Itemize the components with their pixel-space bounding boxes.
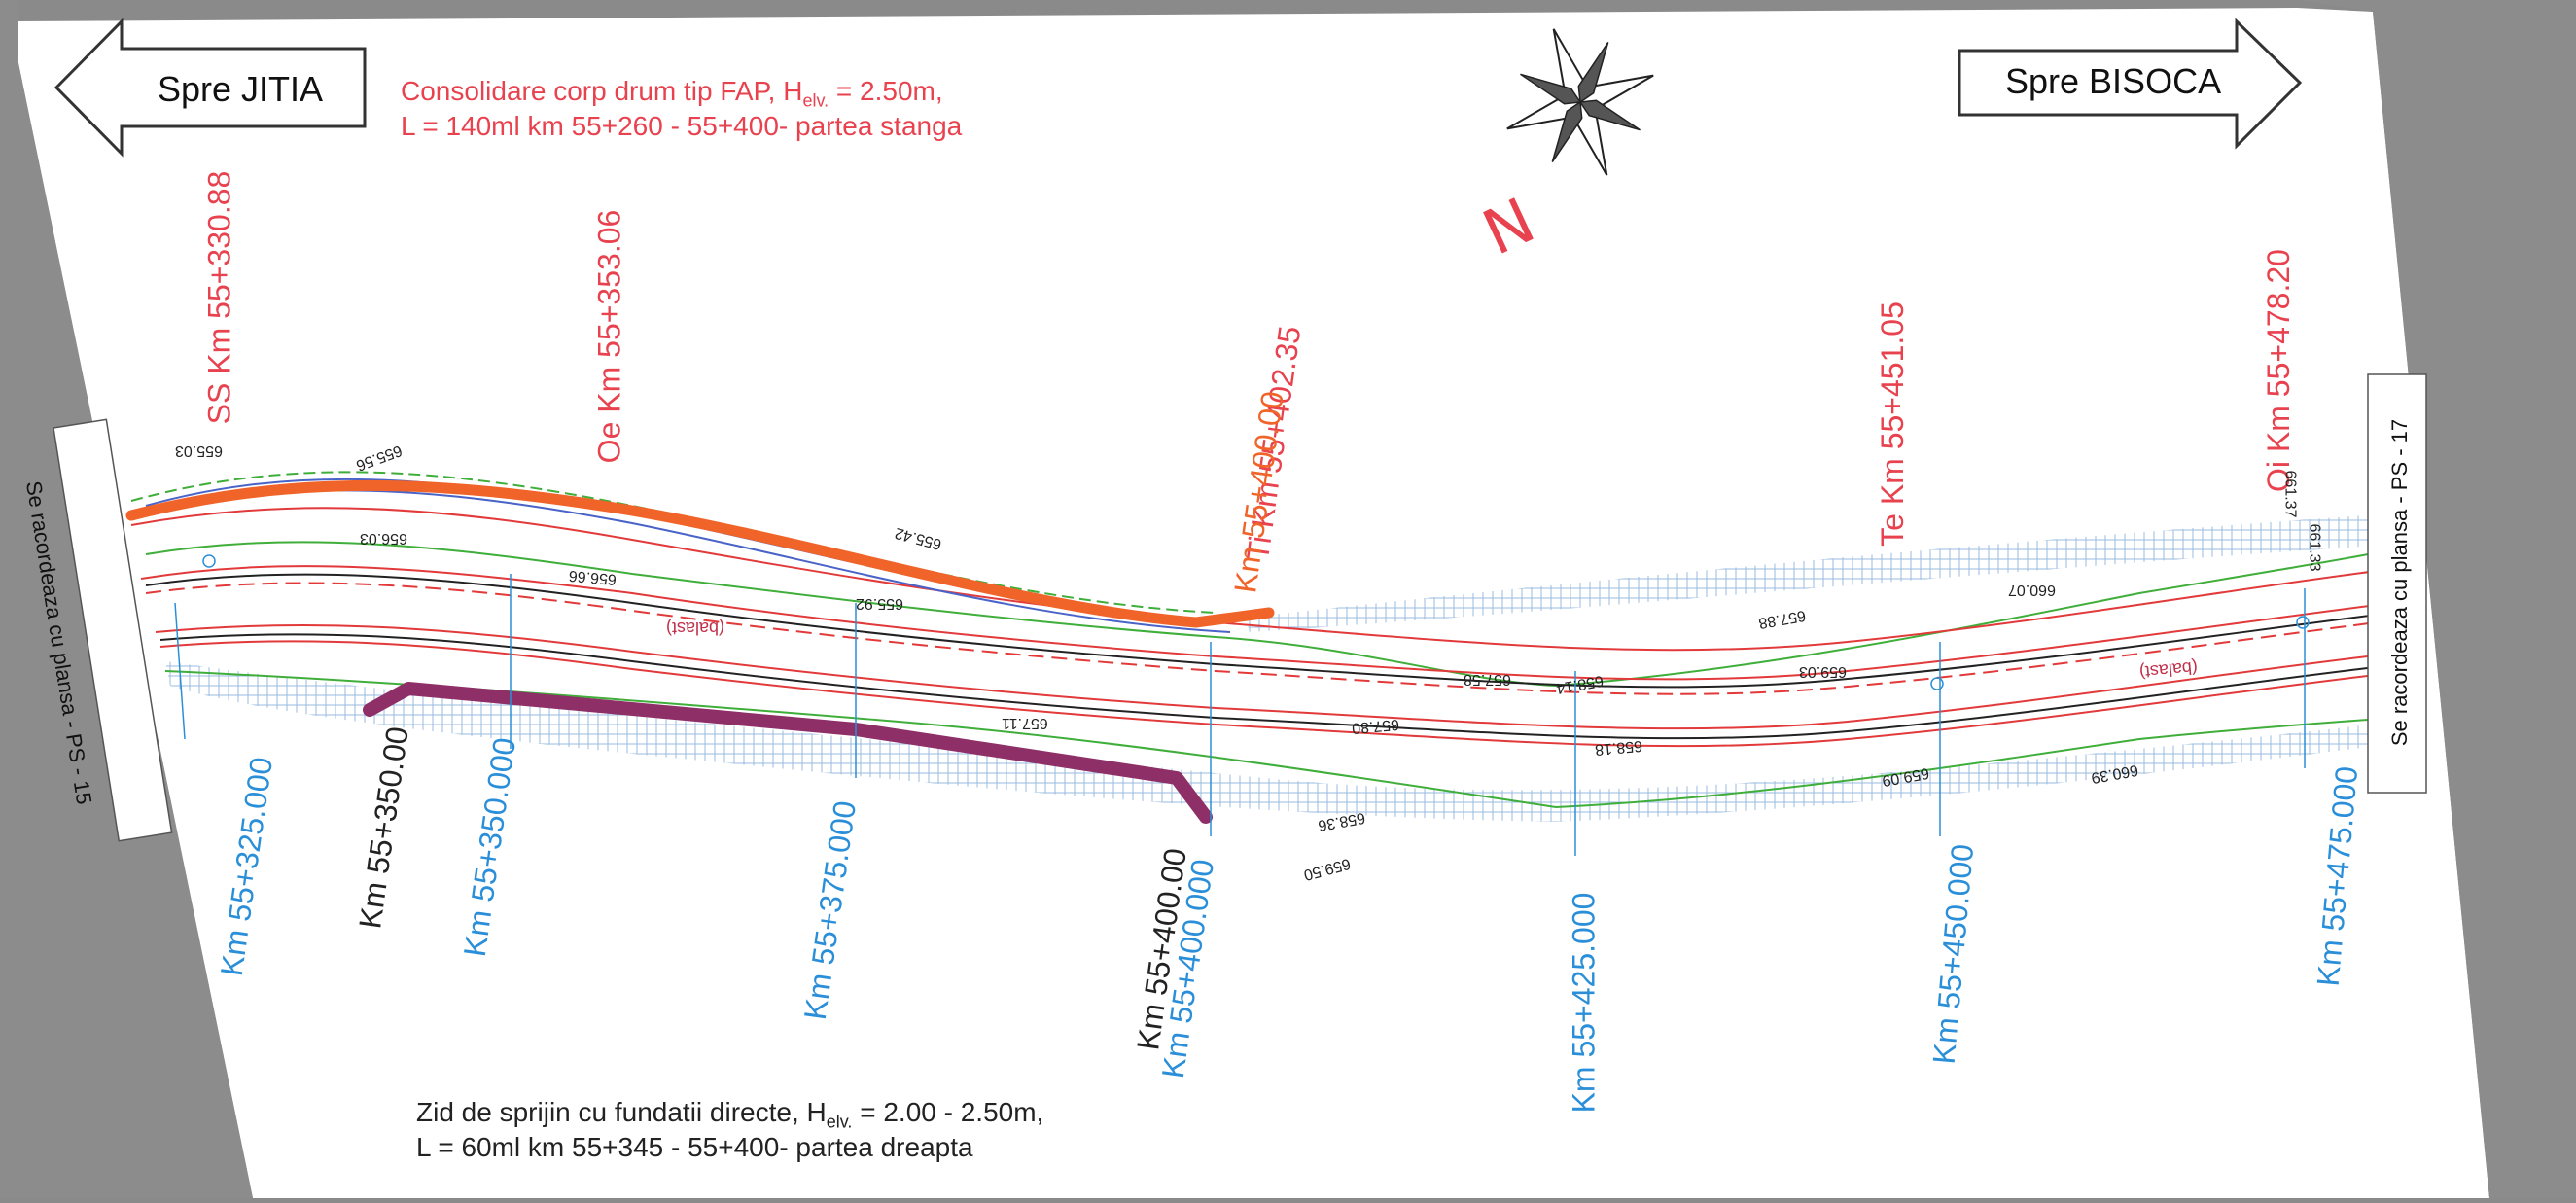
- elev-5: 656.03: [360, 530, 407, 547]
- curve-point-ss: SS Km 55+330.88: [201, 170, 237, 425]
- elev-11: 657.80: [1351, 715, 1400, 737]
- balast-label-2: (balast): [2138, 657, 2199, 683]
- elev-6: 655.92: [856, 595, 903, 612]
- direction-arrow-right-icon: [1958, 18, 2303, 150]
- elev-16: 661.37: [2281, 470, 2299, 518]
- curve-point-te: Te Km 55+451.05: [1874, 301, 1910, 547]
- fap-note: Consolidare corp drum tip FAP, Helv. = 2…: [401, 76, 962, 142]
- wall-note-line1: Zid de sprijin cu fundatii directe, Helv…: [416, 1097, 1044, 1132]
- chainage-425: Km 55+425.000: [1566, 892, 1602, 1114]
- wall-note-line2: L = 60ml km 55+345 - 55+400- partea drea…: [416, 1132, 973, 1163]
- direction-right-label: Spre BISOCA: [2005, 61, 2222, 101]
- compass-rose-icon: [1506, 28, 1654, 176]
- elev-14: 660.07: [2008, 582, 2056, 598]
- fap-consolidation-line: [125, 479, 1275, 628]
- slope-hatch-upper: [1245, 513, 2392, 632]
- elev-19: 658.18: [1594, 736, 1643, 759]
- elev-17: 661.33: [2306, 523, 2323, 572]
- balast-label-1: (balast): [666, 619, 725, 638]
- fap-note-line2: L = 140ml km 55+260 - 55+400- partea sta…: [401, 111, 963, 142]
- direction-left-label: Spre JITIA: [158, 69, 324, 109]
- direction-arrow-left-icon: [53, 18, 367, 158]
- elev-1: 655.03: [175, 442, 223, 459]
- elev-4: 656.66: [568, 566, 618, 588]
- elev-13: 659.03: [1799, 663, 1847, 680]
- wall-note: Zid de sprijin cu fundatii directe, Helv…: [416, 1097, 1043, 1163]
- paper-sheet: [18, 8, 2489, 1198]
- elev-7: 657.58: [1464, 671, 1511, 688]
- right-margin: [2297, 0, 2576, 1198]
- fap-note-line1: Consolidare corp drum tip FAP, Helv. = 2…: [401, 76, 943, 111]
- curve-point-oi: Oi Km 55+478.20: [2260, 249, 2296, 492]
- curve-point-oe: Oe Km 55+353.06: [591, 209, 627, 464]
- elev-18: 657.11: [1002, 715, 1048, 731]
- side-panel-right: Se racordeaza cu plansa - PS - 17: [2387, 418, 2413, 747]
